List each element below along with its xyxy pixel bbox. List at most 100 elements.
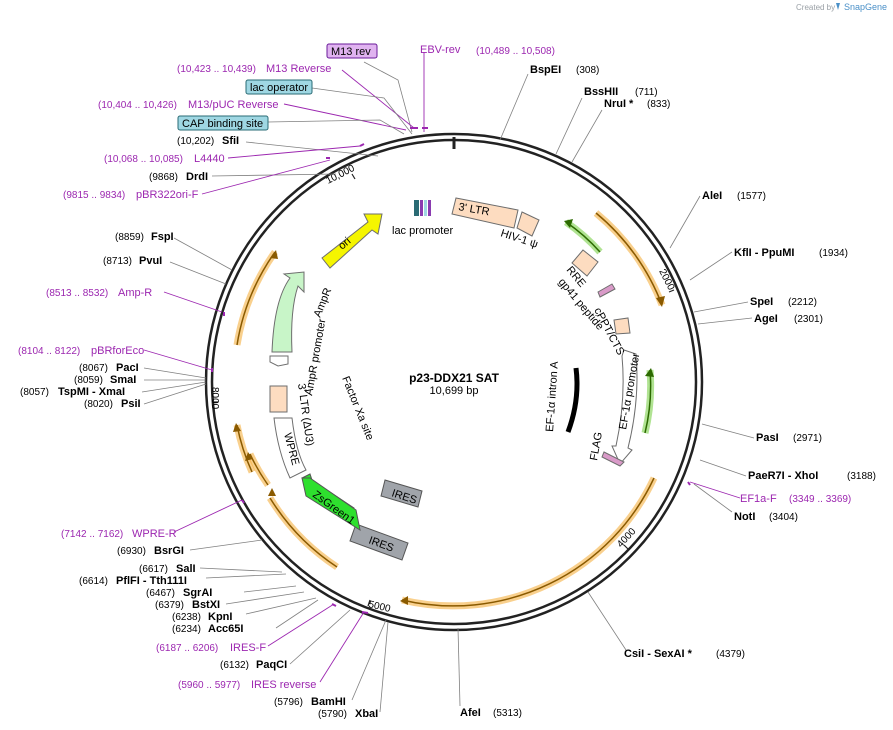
snapgene-logo-icon: [836, 3, 840, 10]
tick-label-5000: 5000: [367, 599, 392, 615]
enzyme-paci: PacI: [116, 362, 139, 374]
enzyme-alei: AleI: [702, 190, 722, 202]
tick-label-8000: 8000: [209, 387, 220, 410]
label-factor-xa: Factor Xa site: [339, 375, 376, 442]
enzyme-bstxi-pos: (6379): [155, 600, 184, 611]
primer-l4440-pos: (10,068 .. 10,085): [104, 154, 183, 165]
enzyme-nrui-pos: (833): [647, 99, 670, 110]
primer-leader-lines: [143, 52, 741, 683]
primer-site-marks: [211, 127, 691, 614]
feature-3-ltr-du3: [269, 385, 288, 413]
enzyme-fspi: FspI: [151, 231, 174, 243]
enzyme-psii-pos: (8020): [84, 399, 113, 410]
feature-rre: [571, 249, 599, 277]
feature-ires-inner: [380, 479, 423, 508]
enzyme-sali-pos: (6617): [139, 564, 168, 575]
enzyme-xbai: XbaI: [355, 708, 378, 720]
feature-zsgreen: [301, 473, 361, 532]
enzyme-acc65i: Acc65I: [208, 623, 243, 635]
enzyme-paqci-pos: (6132): [220, 660, 249, 671]
primer-pbr322ori-pos: (9815 .. 9834): [63, 190, 125, 201]
feature-3-ltr: [451, 197, 519, 229]
enzyme-spei-pos: (2212): [788, 297, 817, 308]
label-flag: FLAG: [588, 431, 605, 461]
enzyme-smai-pos: (8059): [74, 375, 103, 386]
enzyme-sali: SalI: [176, 563, 196, 575]
enzyme-sfii: SfiI: [222, 135, 239, 147]
enzyme-csii: CsiI - SexAI *: [624, 648, 693, 660]
feature-wpre: [273, 417, 307, 479]
enzyme-sfii-pos: (10,202): [177, 136, 214, 147]
primer-m13-reverse-pos: (10,423 .. 10,439): [177, 64, 256, 75]
enzyme-smai: SmaI: [110, 374, 136, 386]
label-3-ltr: 3' LTR: [457, 201, 490, 218]
label-ef1a-promoter: EF-1α promoter: [617, 352, 642, 431]
primer-ires-reverse-pos: (5960 .. 5977): [178, 680, 240, 691]
cap-binding-site-box: CAP binding site: [177, 115, 269, 131]
enzyme-kfli: KflI - PpuMI: [734, 247, 795, 259]
enzyme-tspmi-pos: (8057): [20, 387, 49, 398]
m13-rev-box: M13 rev: [326, 43, 378, 59]
enzyme-csii-pos: (4379): [716, 649, 745, 660]
primer-m13puc-pos: (10,404 .. 10,426): [98, 100, 177, 111]
primer-m13-reverse: M13 Reverse: [266, 63, 331, 75]
svg-text:CAP binding site: CAP binding site: [182, 118, 263, 130]
enzyme-bsshii: BssHII: [584, 86, 618, 98]
enzyme-pvui: PvuI: [139, 255, 162, 267]
feature-ampr: [271, 271, 305, 353]
primer-pbrforeco: pBRforEco: [91, 345, 144, 357]
plasmid-name: p23-DDX21 SAT: [409, 371, 499, 385]
enzyme-bspei: BspEI: [530, 64, 561, 76]
watermark-brand: SnapGene: [844, 2, 887, 12]
enzyme-spei: SpeI: [750, 296, 773, 308]
primer-ebv-rev: EBV-rev: [420, 44, 461, 56]
ruler-ticks: [212, 173, 675, 607]
enzyme-kfli-pos: (1934): [819, 248, 848, 259]
enzyme-psii: PsiI: [121, 398, 141, 410]
enzyme-leader-lines: [141, 73, 755, 713]
lac-operator-box: lac operator: [245, 79, 313, 95]
enzyme-agei-pos: (2301): [794, 314, 823, 325]
enzyme-pflfi-pos: (6614): [79, 576, 108, 587]
enzyme-afei: AfeI: [460, 707, 481, 719]
enzyme-paer7i: PaeR7I - XhoI: [748, 470, 818, 482]
enzyme-bspei-pos: (308): [576, 65, 599, 76]
enzyme-acc65i-pos: (6234): [172, 624, 201, 635]
label-lac-promoter: lac promoter: [392, 225, 453, 237]
primer-ef1a-f-pos: (3349 .. 3369): [789, 494, 851, 505]
primer-ebv-rev-pos: (10,489 .. 10,508): [476, 46, 555, 57]
enzyme-paqci: PaqCI: [256, 659, 287, 671]
primer-pbr322ori: pBR322ori-F: [136, 189, 199, 201]
enzyme-pasi: PasI: [756, 432, 779, 444]
primer-ires-reverse: IRES reverse: [251, 679, 316, 691]
enzyme-sgrai: SgrAI: [183, 587, 212, 599]
feature-ires-outer: [349, 523, 409, 561]
feature-lac-promoter-marks: [414, 200, 431, 216]
enzyme-alei-pos: (1577): [737, 191, 766, 202]
enzyme-fspi-pos: (8859): [115, 232, 144, 243]
enzyme-agei: AgeI: [754, 313, 778, 325]
primer-pbrforeco-pos: (8104 .. 8122): [18, 346, 80, 357]
feature-ampr-promoter: [269, 355, 289, 367]
feature-flag: [601, 451, 625, 467]
primer-ires-f-pos: (6187 .. 6206): [156, 643, 218, 654]
enzyme-drdi: DrdI: [186, 171, 208, 183]
tick-label-2000: 2000: [656, 267, 676, 292]
enzyme-paci-pos: (8067): [79, 363, 108, 374]
enzyme-nrui: NruI *: [604, 98, 634, 110]
enzyme-kpni-pos: (6238): [172, 612, 201, 623]
enzyme-bsrgi: BsrGI: [154, 545, 184, 557]
enzyme-bsshii-pos: (711): [635, 87, 658, 98]
enzyme-tspmi: TspMI - XmaI: [58, 386, 125, 398]
enzyme-bamhi: BamHI: [311, 696, 346, 708]
enzyme-kpni: KpnI: [208, 611, 232, 623]
enzyme-pasi-pos: (2971): [793, 433, 822, 444]
enzyme-pvui-pos: (8713): [103, 256, 132, 267]
primer-wpre-r: WPRE-R: [132, 528, 177, 540]
primer-ires-f: IRES-F: [230, 642, 266, 654]
primer-ampr-pos: (8513 .. 8532): [46, 288, 108, 299]
primer-wpre-r-pos: (7142 .. 7162): [61, 529, 123, 540]
svg-text:M13 rev: M13 rev: [331, 46, 371, 58]
watermark-created-by: Created by: [796, 3, 835, 12]
